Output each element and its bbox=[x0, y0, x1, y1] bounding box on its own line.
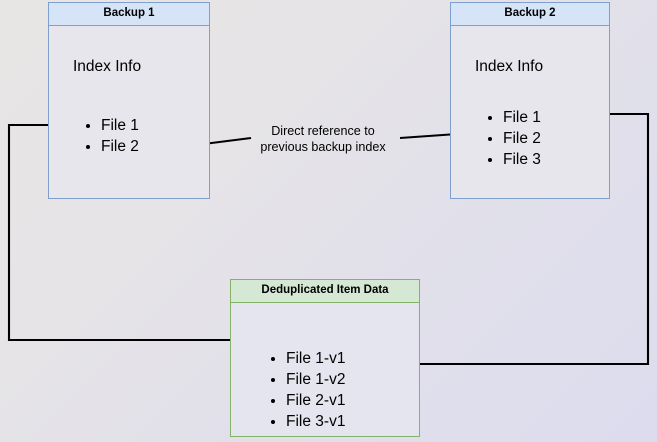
node-backup-1-header: Backup 1 bbox=[49, 3, 209, 26]
node-backup-1-file-list: File 1 File 2 bbox=[86, 115, 139, 157]
node-backup-2-body: Index Info File 1 File 2 File 3 bbox=[451, 26, 609, 198]
list-item: File 1 bbox=[503, 107, 541, 128]
list-item: File 2 bbox=[101, 136, 139, 157]
list-item: File 3-v1 bbox=[286, 411, 345, 432]
node-backup-2-header: Backup 2 bbox=[451, 3, 609, 26]
edge-label-direct-reference: Direct reference to previous backup inde… bbox=[260, 124, 386, 154]
list-item: File 1-v2 bbox=[286, 369, 345, 390]
node-backup-2[interactable]: Backup 2 Index Info File 1 File 2 File 3 bbox=[450, 2, 610, 199]
list-item: File 1 bbox=[101, 115, 139, 136]
list-item: File 3 bbox=[503, 149, 541, 170]
node-deduplicated-item-data-header: Deduplicated Item Data bbox=[231, 280, 419, 303]
node-deduplicated-item-data[interactable]: Deduplicated Item Data File 1-v1 File 1-… bbox=[230, 279, 420, 437]
node-backup-1-body: Index Info File 1 File 2 bbox=[49, 26, 209, 198]
node-backup-2-file-list: File 1 File 2 File 3 bbox=[488, 107, 541, 170]
list-item: File 1-v1 bbox=[286, 348, 345, 369]
node-backup-1[interactable]: Backup 1 Index Info File 1 File 2 bbox=[48, 2, 210, 199]
node-deduplicated-item-data-file-list: File 1-v1 File 1-v2 File 2-v1 File 3-v1 bbox=[271, 348, 345, 432]
list-item: File 2-v1 bbox=[286, 390, 345, 411]
node-backup-2-subtitle: Index Info bbox=[475, 58, 544, 75]
node-backup-1-subtitle: Index Info bbox=[73, 58, 142, 75]
node-deduplicated-item-data-body: File 1-v1 File 1-v2 File 2-v1 File 3-v1 bbox=[231, 303, 419, 436]
list-item: File 2 bbox=[503, 128, 541, 149]
